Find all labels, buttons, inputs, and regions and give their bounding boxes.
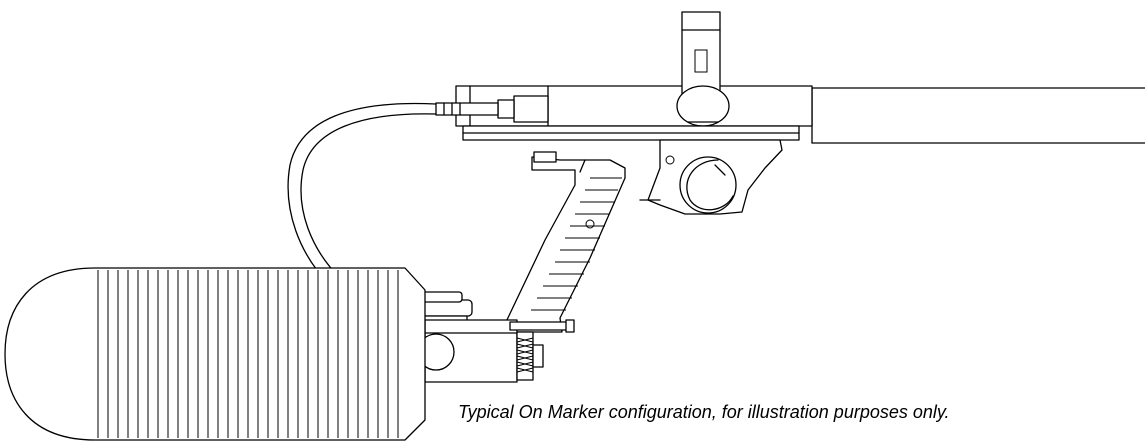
- hose-fitting-top: [435, 95, 549, 123]
- air-tank: [4, 267, 426, 441]
- feed-neck: [676, 11, 730, 127]
- knurled-knob: [516, 331, 544, 381]
- figure-caption: Typical On Marker configuration, for ill…: [458, 402, 950, 422]
- frame-rail: [462, 125, 800, 141]
- trigger-guard: [639, 139, 783, 215]
- grip-frame: [505, 151, 626, 333]
- barrel: [811, 87, 1145, 144]
- bottom-rail: [509, 319, 575, 333]
